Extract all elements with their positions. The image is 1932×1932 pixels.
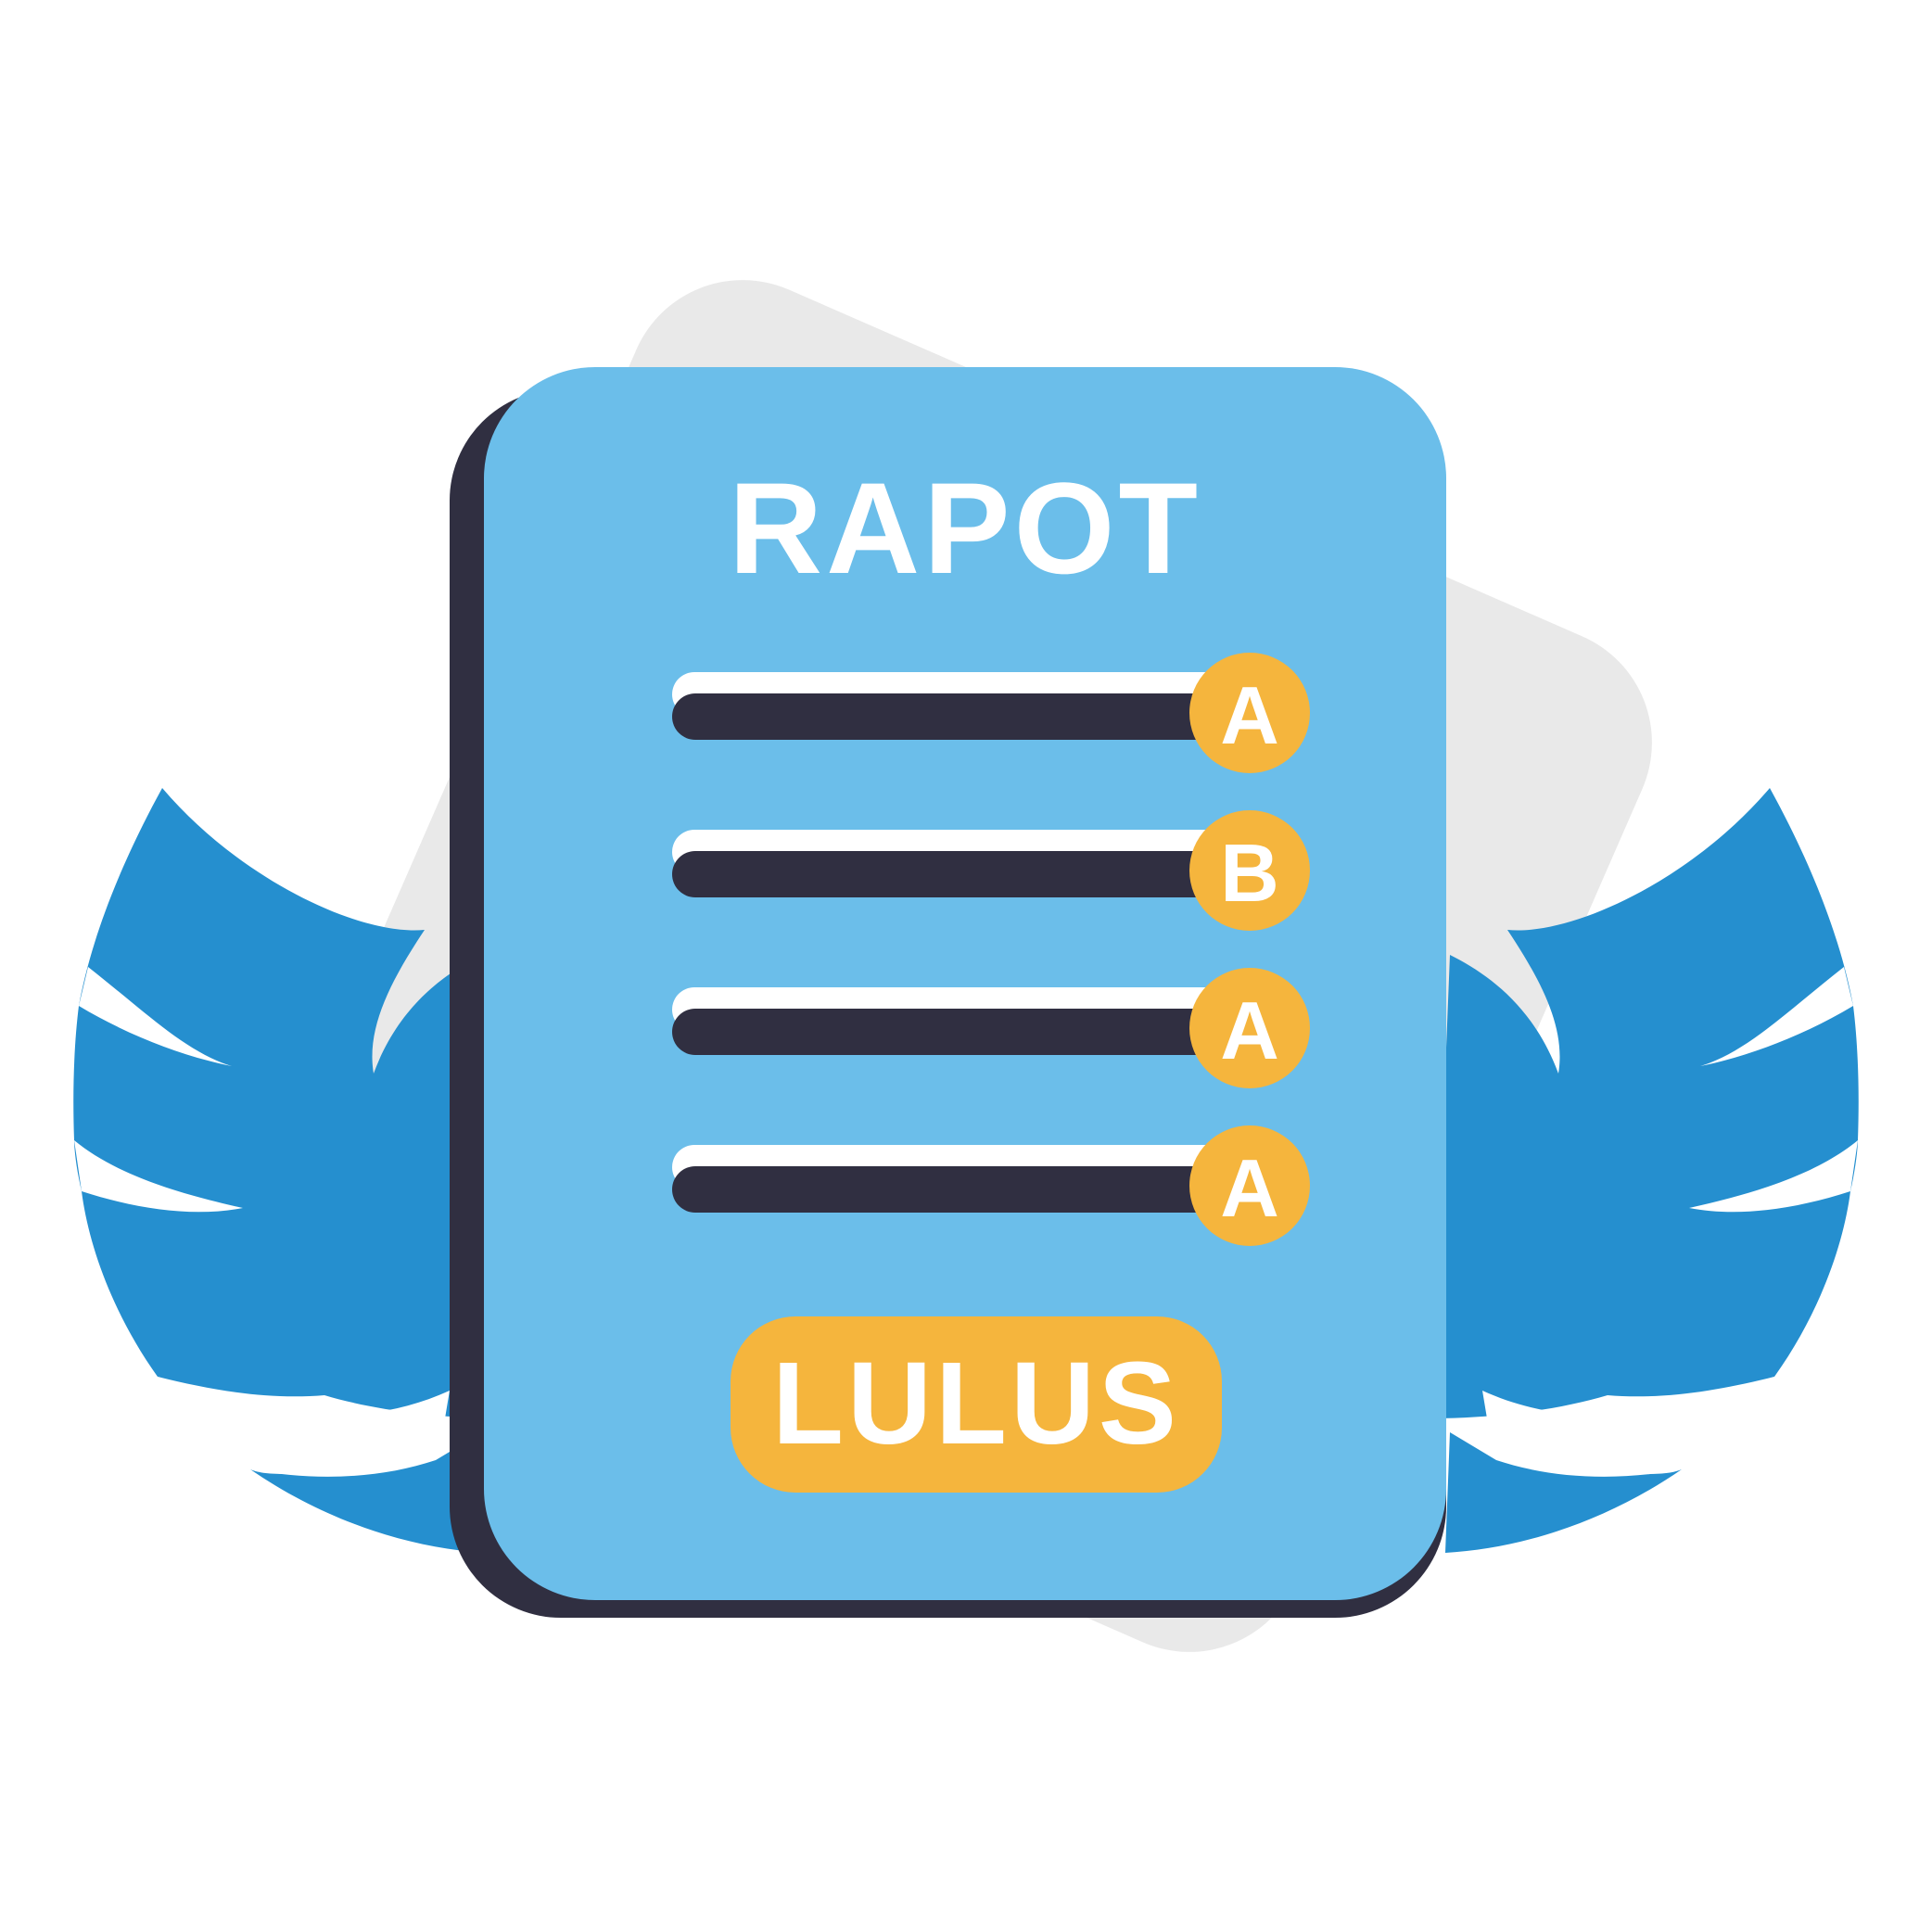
row-bar bbox=[672, 1166, 1228, 1213]
grade-letter: B bbox=[1220, 827, 1279, 919]
grade-row-3: A bbox=[672, 968, 1310, 1088]
grade-letter: A bbox=[1220, 669, 1279, 761]
grade-row-2: B bbox=[672, 810, 1310, 931]
grade-row-1: A bbox=[672, 653, 1310, 773]
row-bar bbox=[672, 1009, 1228, 1055]
wing-right-icon bbox=[1431, 788, 1859, 1553]
grade-badge bbox=[1189, 1125, 1310, 1246]
grade-badge bbox=[1189, 968, 1310, 1088]
card-title: RAPOT bbox=[729, 455, 1201, 601]
grade-badge bbox=[1189, 653, 1310, 773]
row-bar bbox=[672, 693, 1228, 740]
row-bar bbox=[672, 851, 1228, 897]
result-label: LULUS bbox=[772, 1338, 1180, 1468]
grade-row-4: A bbox=[672, 1125, 1310, 1246]
grade-badge bbox=[1189, 810, 1310, 931]
grade-letter: A bbox=[1220, 1142, 1279, 1234]
result-badge bbox=[731, 1316, 1222, 1493]
wing-left-icon bbox=[73, 788, 502, 1553]
grade-letter: A bbox=[1220, 985, 1279, 1076]
